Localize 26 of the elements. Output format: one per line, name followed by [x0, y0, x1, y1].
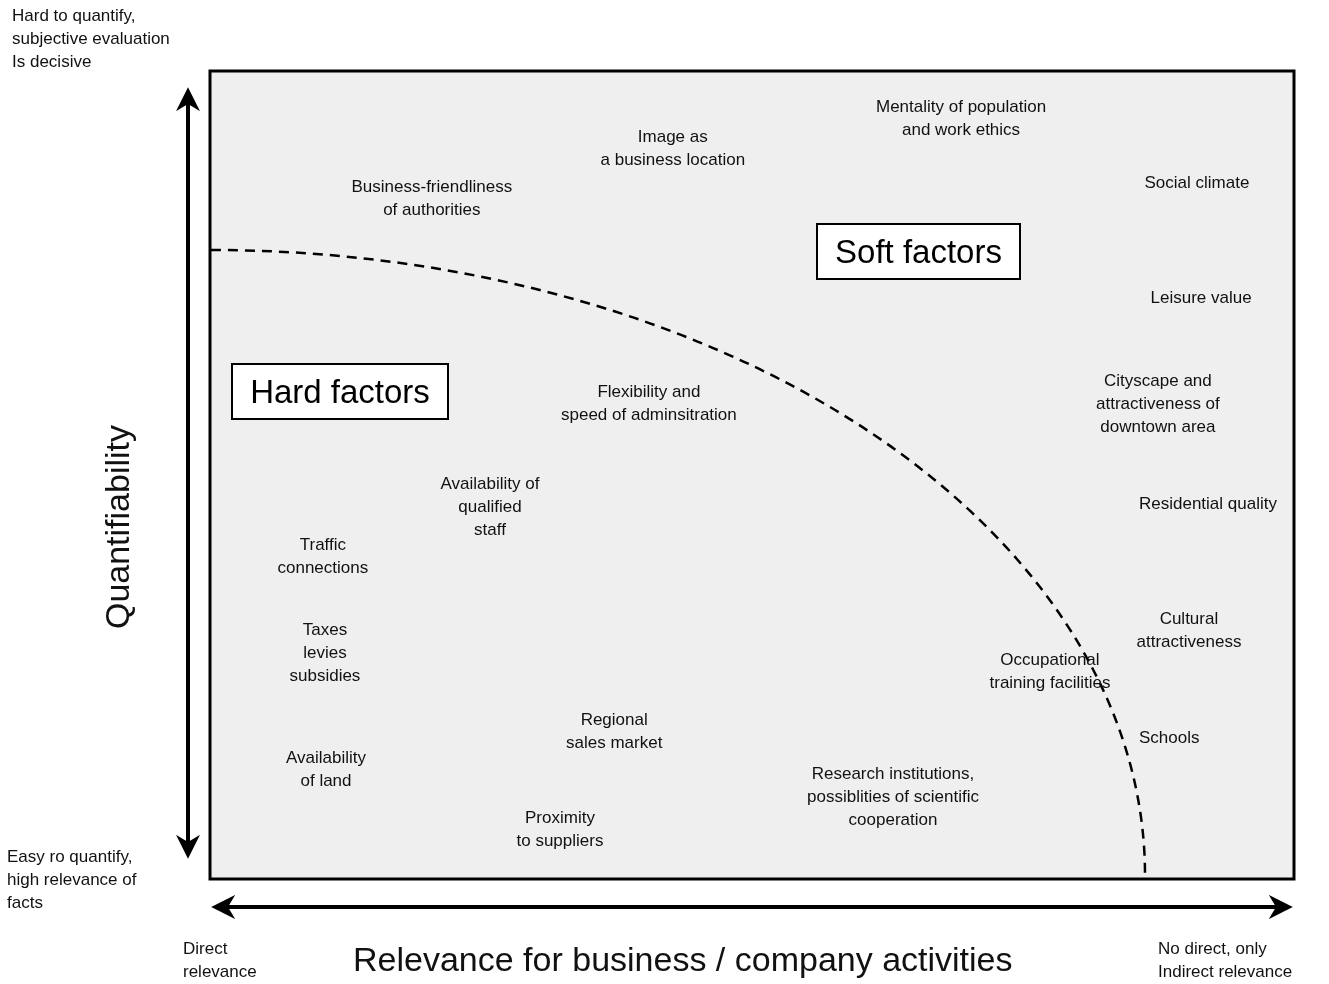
factor-label: Availability of land: [286, 747, 366, 792]
factor-label: Availability of qualified staff: [440, 473, 540, 541]
axis-end-label: Hard to quantify, subjective evaluation Is decisive: [12, 5, 170, 73]
axis-end-label: No direct, only Indirect relevance: [1158, 938, 1293, 983]
axis-end-label: Direct relevance: [183, 938, 257, 983]
factor-label: Business-friendliness of authorities: [351, 176, 513, 221]
axis-end-label: Easy ro quantify, high relevance of facts: [7, 846, 137, 914]
factor-label: Mentality of population and work ethics: [876, 96, 1047, 141]
factor-label: Residential quality: [1139, 493, 1277, 515]
factor-label: Image as a business location: [600, 126, 746, 171]
factor-label: Cultural attractiveness: [1136, 608, 1242, 653]
factor-label: Schools: [1139, 727, 1200, 749]
factor-label: Regional sales market: [566, 709, 663, 754]
factor-label: Social climate: [1144, 172, 1250, 194]
factor-label: Taxes levies subsidies: [289, 619, 361, 687]
axis-title: Relevance for business / company activities: [353, 939, 1013, 980]
factor-label: Leisure value: [1150, 287, 1252, 309]
factor-label: Proximity to suppliers: [516, 807, 604, 852]
factor-label: Traffic connections: [277, 534, 369, 579]
factor-label: Research institutions, possiblities of scientific cooperation: [807, 763, 979, 831]
factor-label: Cityscape and attractiveness of downtown area: [1096, 370, 1220, 438]
category-box: Soft factors: [816, 223, 1021, 280]
factor-label: Occupational training facilities: [989, 649, 1111, 694]
category-box: Hard factors: [231, 363, 449, 420]
factor-label: Flexibility and speed of adminsitration: [561, 381, 737, 426]
axis-title: Quantifiability: [97, 424, 138, 630]
